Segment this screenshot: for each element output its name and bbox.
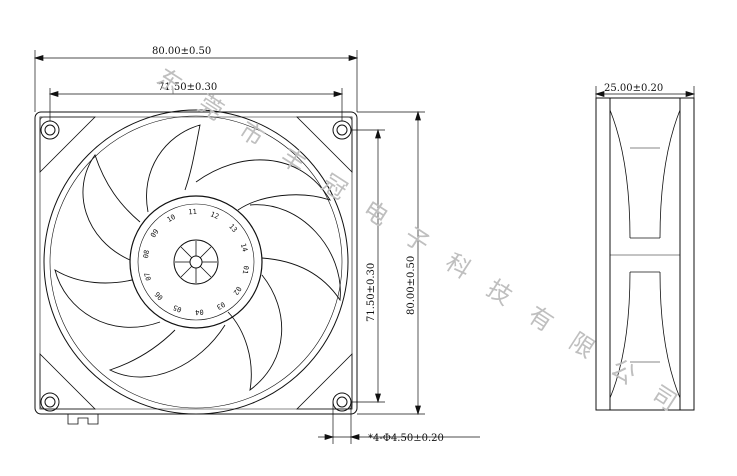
- frame-inner: [39, 116, 353, 410]
- wire-exit: [67, 414, 99, 425]
- side-view: [595, 97, 695, 411]
- hub-number: 01: [241, 265, 250, 275]
- hub-number: 09: [149, 228, 160, 239]
- hub-number: 04: [195, 308, 204, 317]
- venturi-inner: [49, 115, 343, 409]
- mount-holes-label: *4-Φ4.50±0.20: [368, 433, 444, 444]
- watermark-char: 莞: [193, 89, 228, 126]
- hub-number: 06: [153, 290, 165, 302]
- depth-label: 25.00±0.20: [604, 83, 663, 94]
- watermark-char: 司: [647, 380, 682, 417]
- hub-number: 07: [143, 271, 153, 281]
- watermark-char: 有: [523, 301, 558, 338]
- hub-number: 11: [188, 208, 197, 217]
- hole-spacing-h-label: 71.50±0.30: [158, 82, 217, 93]
- venturi-outer: [43, 109, 349, 415]
- watermark-char: 电: [358, 195, 393, 232]
- hub-number: 05: [172, 303, 183, 314]
- watermark-char: 市: [234, 116, 269, 153]
- hub-ring: [137, 203, 255, 321]
- hub-outer: [129, 195, 263, 329]
- watermark-char: 科: [440, 248, 475, 285]
- corner-tl: [39, 116, 96, 173]
- hub-number: 14: [239, 242, 249, 252]
- hole-spacing-v-label: 71.50±0.30: [366, 263, 377, 322]
- hub-center: [173, 239, 219, 285]
- fan-blades: [54, 124, 341, 392]
- overall-height-label: 80.00±0.50: [406, 256, 417, 315]
- hub-number: 02: [231, 285, 242, 296]
- watermark-char: 限: [564, 327, 599, 364]
- watermark-char: 公: [605, 354, 640, 391]
- hub-number: 10: [166, 213, 177, 224]
- hub-number: 08: [142, 249, 151, 259]
- watermark-char: 冠: [317, 169, 352, 206]
- corner-br: [296, 353, 353, 412]
- hub-number: 13: [227, 222, 239, 234]
- overall-width-label: 80.00±0.50: [152, 46, 211, 57]
- watermark-char: 子: [399, 222, 434, 259]
- corner-bl: [39, 353, 96, 412]
- dimension-lines: [33, 50, 480, 444]
- watermark-char: 技: [482, 274, 517, 311]
- hub-number: 03: [215, 300, 226, 311]
- front-view: [34, 109, 358, 425]
- side-outline: [595, 97, 695, 411]
- hub-number: 12: [209, 210, 220, 221]
- side-dimension: [594, 86, 696, 98]
- hub-spokes: [175, 241, 217, 283]
